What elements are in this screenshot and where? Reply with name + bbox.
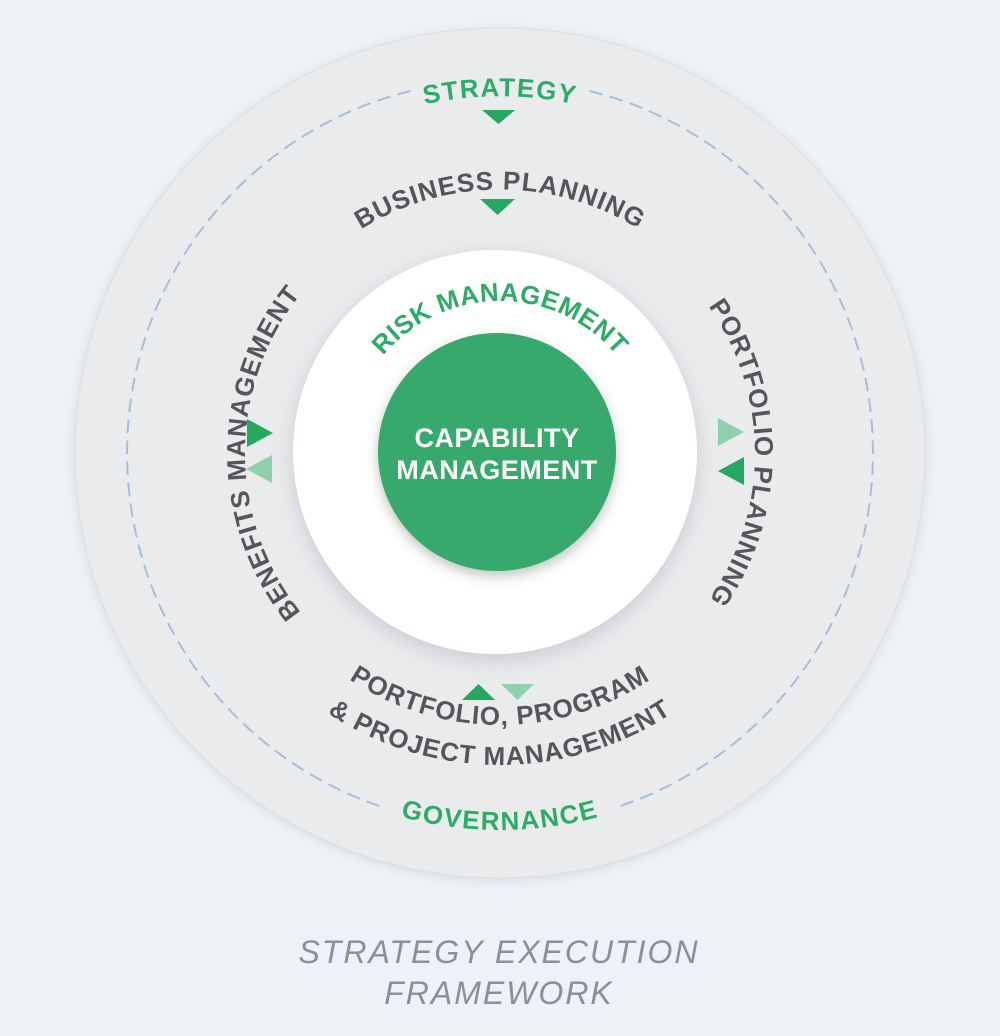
caption-line2: FRAMEWORK	[384, 975, 614, 1011]
ppm-inward-arrow-up-icon	[462, 684, 495, 700]
benefits-inward-arrow-right-icon	[247, 419, 273, 447]
portfolio-outward-arrow-right-icon	[718, 418, 744, 446]
benefits-outward-arrow-left-icon	[246, 455, 272, 483]
caption: STRATEGY EXECUTION FRAMEWORK	[298, 934, 699, 1011]
ppm-outward-arrow-down-icon	[501, 684, 534, 700]
portfolio-inward-arrow-left-icon	[718, 457, 744, 485]
business-planning-inward-arrow-down-icon	[480, 199, 515, 215]
dashed-circle-left-arc	[126, 90, 411, 807]
capability-management-core: CAPABILITY MANAGEMENT	[378, 333, 616, 571]
capability-label-line2: MANAGEMENT	[396, 455, 598, 485]
dashed-circle-right-arc	[589, 90, 874, 807]
capability-label-line1: CAPABILITY	[415, 423, 580, 453]
core-green-circle	[378, 333, 616, 571]
strategy-to-business-planning-arrow-down-icon	[482, 110, 515, 124]
caption-line1: STRATEGY EXECUTION	[298, 934, 699, 970]
